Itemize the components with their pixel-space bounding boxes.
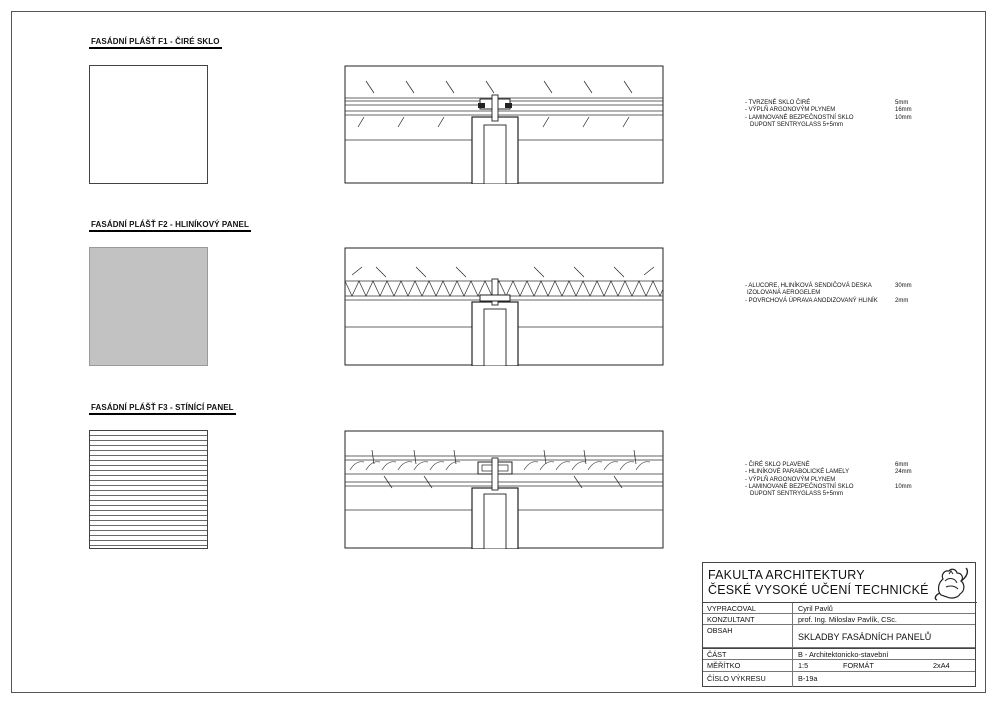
vypracoval-label: VYPRACOVAL (707, 604, 756, 613)
section-drawing-f1 (344, 65, 664, 184)
cislo-vykresu-label: ČÍSLO VÝKRESU (707, 674, 766, 683)
spec-value: 24mm (895, 469, 912, 476)
spec-row: - ALUCORE, HLINÍKOVÁ SENDIČOVÁ DESKA 30mm (745, 283, 945, 290)
format-value: 2xA4 (933, 661, 950, 670)
spec-row: - POVRCHOVÁ ÚPRAVA ANODIZOVANÝ HLINÍK 2mm (745, 298, 945, 305)
spec-row: DUPONT SENTRYGLASS 5+5mm (745, 491, 945, 498)
spec-value: 5mm (895, 100, 909, 106)
spec-value: 6mm (895, 462, 909, 468)
format-label: FORMÁT (843, 661, 874, 670)
spec-value: 16mm (895, 107, 912, 114)
obsah-label: OBSAH (707, 626, 733, 635)
title-block-divider (792, 603, 793, 687)
spec-label: - LAMINOVANÉ BEZPEČNOSTNÍ SKLO (745, 114, 854, 121)
vypracoval-value: Cyril Pavlů (798, 604, 833, 613)
section-drawing-f2 (344, 247, 664, 366)
drawing-frame (11, 11, 986, 693)
spec-row: - LAMINOVANÉ BEZPEČNOSTNÍ SKLO 10mm (745, 115, 945, 122)
spec-row: - HLINÍKOVÉ PARABOLICKÉ LAMELY 24mm (745, 469, 945, 476)
spec-label: - ALUCORE, HLINÍKOVÁ SENDIČOVÁ DESKA (745, 283, 872, 289)
section-title-f3: FASÁDNÍ PLÁŠŤ F3 - STÍNÍCÍ PANEL (89, 403, 236, 415)
row-obsah: OBSAH SKLADBY FASÁDNÍCH PANELŮ (703, 625, 975, 648)
obsah-value: SKLADBY FASÁDNÍCH PANELŮ (798, 632, 932, 642)
spec-row: - VÝPLŇ ARGONOVÝM PLYNEM 16mm (745, 107, 945, 114)
spec-list-f3: - ČIRÉ SKLO PLAVENÉ 6mm - HLINÍKOVÉ PARAB… (745, 462, 945, 498)
school-name-line1: FAKULTA ARCHITEKTURY (708, 568, 865, 582)
section-title-f2: FASÁDNÍ PLÁŠŤ F2 - HLINÍKOVÝ PANEL (89, 220, 251, 232)
spec-label: - TVRZENÉ SKLO ČIRÉ (745, 100, 811, 106)
row-vypracoval: VYPRACOVAL Cyril Pavlů (703, 603, 975, 614)
cast-label: ČÁST (707, 650, 727, 659)
spec-value: 2mm (895, 297, 909, 304)
cislo-vykresu-value: B-19a (798, 674, 818, 683)
spec-row: IZOLOVANÁ AEROGELEM (745, 290, 945, 297)
row-cast: ČÁST B - Architektonicko-stavební (703, 648, 975, 660)
row-cislo-vykresu: ČÍSLO VÝKRESU B-19a (703, 672, 975, 686)
spec-row: DUPONT SENTRYGLASS 5+5mm (745, 122, 945, 129)
swatch-clear-glass (89, 65, 208, 184)
title-block: FAKULTA ARCHITEKTURY ČESKÉ VYSOKÉ UČENÍ … (702, 562, 977, 687)
konzultant-label: KONZULTANT (707, 615, 755, 624)
spec-label: - LAMINOVANÉ BEZPEČNOSTNÍ SKLO (745, 483, 854, 490)
meritko-value: 1:5 (798, 661, 809, 670)
spec-label: - ČIRÉ SKLO PLAVENÉ (745, 462, 810, 468)
swatch-shading-panel (89, 430, 208, 549)
spec-value: 10mm (895, 114, 912, 121)
section-drawing-f3 (344, 430, 664, 549)
university-lion-logo-icon (934, 567, 969, 601)
row-konzultant: KONZULTANT prof. Ing. Miloslav Pavlík, C… (703, 614, 975, 625)
spec-label: - VÝPLŇ ARGONOVÝM PLYNEM (745, 476, 836, 483)
section-title-f1: FASÁDNÍ PLÁŠŤ F1 - ČIRÉ SKLO (89, 37, 222, 49)
spec-row: - TVRZENÉ SKLO ČIRÉ 5mm (745, 100, 945, 107)
spec-list-f1: - TVRZENÉ SKLO ČIRÉ 5mm - VÝPLŇ ARGONOVÝM… (745, 100, 945, 129)
spec-value: 30mm (895, 283, 912, 289)
swatch-aluminium-panel (89, 247, 208, 366)
spec-row: - LAMINOVANÉ BEZPEČNOSTNÍ SKLO 10mm (745, 484, 945, 491)
title-block-header: FAKULTA ARCHITEKTURY ČESKÉ VYSOKÉ UČENÍ … (703, 563, 977, 603)
konzultant-value: prof. Ing. Miloslav Pavlík, CSc. (798, 615, 897, 624)
row-meritko: MĚŘÍTKO 1:5 FORMÁT 2xA4 (703, 660, 975, 672)
spec-label: DUPONT SENTRYGLASS 5+5mm (750, 491, 843, 498)
spec-label: DUPONT SENTRYGLASS 5+5mm (750, 121, 843, 128)
spec-label: - POVRCHOVÁ ÚPRAVA ANODIZOVANÝ HLINÍK (745, 297, 878, 304)
spec-row: - VÝPLŇ ARGONOVÝM PLYNEM (745, 477, 945, 484)
spec-label: - VÝPLŇ ARGONOVÝM PLYNEM (745, 107, 836, 114)
spec-label: - HLINÍKOVÉ PARABOLICKÉ LAMELY (745, 469, 850, 476)
spec-row: - ČIRÉ SKLO PLAVENÉ 6mm (745, 462, 945, 469)
spec-list-f2: - ALUCORE, HLINÍKOVÁ SENDIČOVÁ DESKA 30mm… (745, 283, 945, 305)
meritko-label: MĚŘÍTKO (707, 661, 741, 670)
cast-value: B - Architektonicko-stavební (798, 650, 889, 659)
spec-label: IZOLOVANÁ AEROGELEM (747, 290, 821, 297)
school-name-line2: ČESKÉ VYSOKÉ UČENÍ TECHNICKÉ (708, 583, 929, 597)
spec-value: 10mm (895, 483, 912, 490)
